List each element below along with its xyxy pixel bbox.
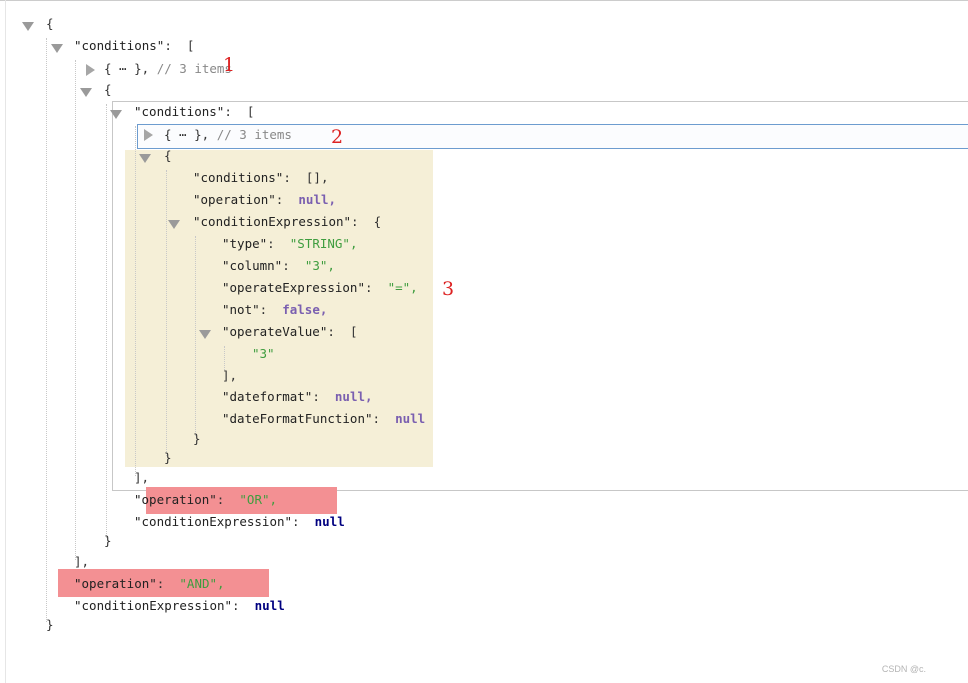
tree-guide-operate-value <box>224 346 225 370</box>
expand-toggle-item-1-icon[interactable] <box>86 64 95 76</box>
or-operation-line: "operation": "OR", <box>134 492 278 507</box>
operate-value-item: "3" <box>252 346 275 361</box>
highlighted-object-region <box>125 150 433 467</box>
hl-condition-expression-line: "conditionExpression": { <box>193 214 382 229</box>
operate-expression-line: "operateExpression": "=", <box>222 280 418 295</box>
annotation-1: 1 <box>223 54 236 76</box>
annotation-2: 2 <box>331 126 344 148</box>
window-top-border <box>0 0 968 1</box>
conditions-close: ], <box>74 554 90 569</box>
tree-guide-inner-conditions <box>135 126 136 476</box>
item-2-condition-expression-line: "conditionExpression": null <box>134 514 345 529</box>
root-close-brace: } <box>46 617 54 632</box>
red-highlight-and <box>58 569 269 597</box>
item-2-close: } <box>104 533 112 548</box>
collapse-toggle-condition-expression-icon[interactable] <box>168 220 180 229</box>
operate-value-close: ], <box>222 368 238 383</box>
root-open-brace: { <box>46 16 54 31</box>
tree-guide-inner-item <box>166 170 167 456</box>
collapse-toggle-item-2-icon[interactable] <box>80 88 92 97</box>
watermark: CSDN @c. <box>881 664 926 674</box>
collapse-toggle-inner-conditions-icon[interactable] <box>110 110 122 119</box>
collapse-toggle-root-icon[interactable] <box>22 22 34 31</box>
inner-conditions-line: "conditions": [ <box>134 104 255 119</box>
hl-operation-line: "operation": null, <box>193 192 337 207</box>
inner-item-2-open-brace: { <box>164 148 172 163</box>
inner-item-2-close: } <box>164 450 172 465</box>
collapsed-item-1[interactable]: { ⋯ }, // 3 items <box>104 61 232 76</box>
annotation-3: 3 <box>442 278 455 300</box>
conditions-line: "conditions": [ <box>74 38 195 53</box>
window-left-border <box>5 0 6 683</box>
type-line: "type": "STRING", <box>222 236 358 251</box>
expanded-node-outline <box>112 101 968 491</box>
tree-guide-condition-expression <box>195 236 196 436</box>
collapse-toggle-inner-item-2-icon[interactable] <box>139 154 151 163</box>
root-condition-expression-line: "conditionExpression": null <box>74 598 285 613</box>
column-line: "column": "3", <box>222 258 335 273</box>
collapsed-inner-item-1[interactable]: { ⋯ }, // 3 items <box>164 127 292 142</box>
operate-value-line: "operateValue": [ <box>222 324 358 339</box>
item-2-open-brace: { <box>104 82 112 97</box>
collapse-toggle-operate-value-icon[interactable] <box>199 330 211 339</box>
red-highlight-or <box>146 487 337 514</box>
and-operation-line: "operation": "AND", <box>74 576 225 591</box>
dateformat-line: "dateformat": null, <box>222 389 373 404</box>
date-format-function-line: "dateFormatFunction": null <box>222 411 426 426</box>
tree-guide-root <box>46 38 47 622</box>
expand-toggle-inner-item-1-icon[interactable] <box>144 129 153 141</box>
not-line: "not": false, <box>222 302 328 317</box>
hl-conditions-line: "conditions": [], <box>193 170 329 185</box>
collapse-toggle-conditions-icon[interactable] <box>51 44 63 53</box>
selected-row[interactable] <box>137 124 968 149</box>
condition-expression-close: } <box>193 431 201 446</box>
tree-guide-conditions <box>75 60 76 560</box>
tree-guide-item <box>106 104 107 538</box>
inner-conditions-close: ], <box>134 470 150 485</box>
